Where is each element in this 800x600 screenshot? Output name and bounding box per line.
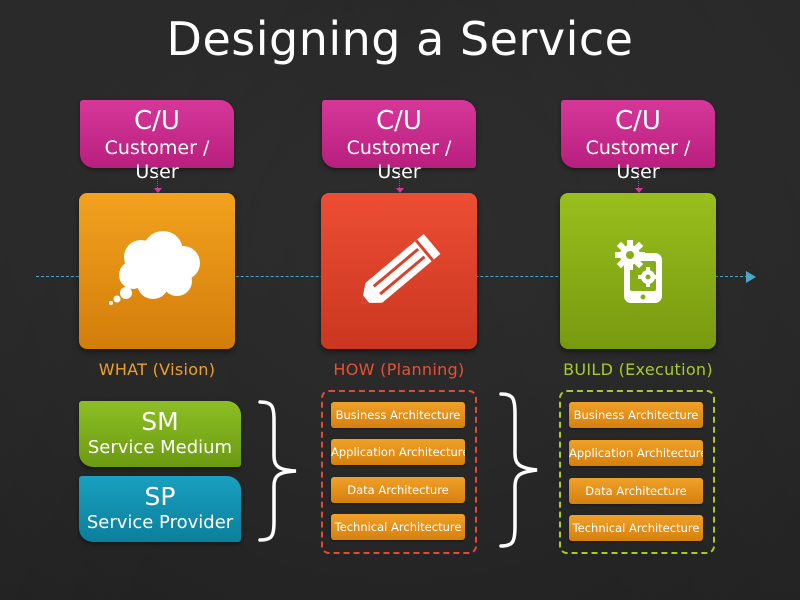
sm-abbr: SM bbox=[141, 407, 179, 436]
phase-label-what: WHAT (Vision) bbox=[98, 360, 216, 379]
connector-arrow-icon bbox=[635, 188, 643, 193]
service-provider-box: SP Service Provider bbox=[79, 476, 241, 542]
brace-icon-left bbox=[258, 400, 297, 542]
layer-technical-architecture: Technical Architecture bbox=[331, 514, 465, 540]
build-architecture-stack: Business Architecture Application Archit… bbox=[559, 390, 715, 554]
phase-label-build: BUILD (Execution) bbox=[563, 360, 713, 379]
connector-build bbox=[638, 170, 639, 190]
sp-full: Service Provider bbox=[86, 512, 234, 533]
cu-abbr: C/U bbox=[376, 106, 422, 136]
cu-abbr: C/U bbox=[134, 106, 180, 136]
cu-abbr: C/U bbox=[615, 106, 661, 136]
how-architecture-stack: Business Architecture Application Archit… bbox=[321, 390, 477, 554]
gears-device-icon bbox=[615, 240, 662, 303]
how-card bbox=[321, 193, 477, 349]
connector-arrow-icon bbox=[154, 188, 162, 193]
customer-user-box-how: C/U Customer / User bbox=[322, 100, 476, 183]
what-card bbox=[79, 193, 235, 349]
connector-what bbox=[157, 170, 158, 190]
customer-user-box-what: C/U Customer / User bbox=[80, 100, 234, 183]
brace-icon-right bbox=[499, 392, 538, 548]
layer-data-architecture: Data Architecture bbox=[569, 478, 703, 504]
timeline-arrow-icon bbox=[746, 271, 756, 283]
sp-abbr: SP bbox=[144, 482, 176, 511]
build-card bbox=[560, 193, 716, 349]
layer-data-architecture: Data Architecture bbox=[331, 477, 465, 503]
sm-full: Service Medium bbox=[87, 437, 233, 458]
layer-business-architecture: Business Architecture bbox=[569, 402, 703, 428]
phase-label-how: HOW (Planning) bbox=[333, 360, 465, 379]
pencil-icon bbox=[361, 233, 441, 304]
connector-how bbox=[399, 170, 400, 190]
layer-technical-architecture: Technical Architecture bbox=[569, 515, 703, 541]
layer-application-architecture: Application Architecture bbox=[569, 440, 703, 466]
connector-arrow-icon bbox=[396, 188, 404, 193]
layer-application-architecture: Application Architecture bbox=[331, 439, 465, 465]
thought-cloud-icon bbox=[109, 231, 200, 305]
service-medium-box: SM Service Medium bbox=[79, 401, 241, 467]
layer-business-architecture: Business Architecture bbox=[331, 402, 465, 428]
page-title: Designing a Service bbox=[166, 12, 634, 66]
customer-user-box-build: C/U Customer / User bbox=[561, 100, 715, 183]
